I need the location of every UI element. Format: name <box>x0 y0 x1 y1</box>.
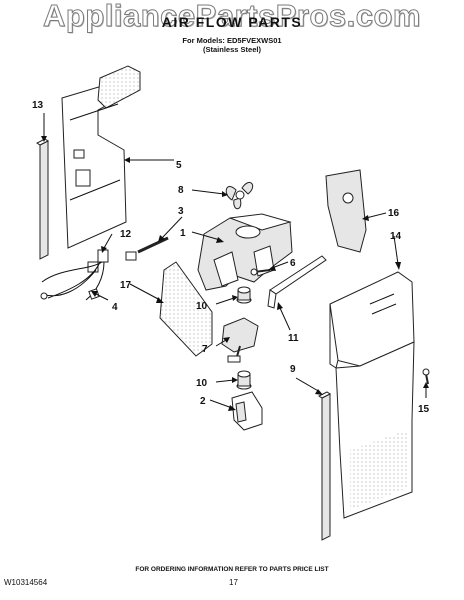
page-number: 17 <box>229 578 238 587</box>
callout-14: 14 <box>390 231 402 242</box>
part-15-screw <box>422 368 430 385</box>
callout-9: 9 <box>290 364 296 375</box>
part-2-motor-bracket <box>231 391 263 431</box>
callout-13: 13 <box>32 100 44 111</box>
part-3-sensor <box>125 236 169 261</box>
callout-5: 5 <box>176 160 182 171</box>
callout-2: 2 <box>200 396 206 407</box>
part-16-duct-baffle <box>325 169 367 253</box>
part-13-foam-strip <box>36 138 49 260</box>
part-10-grommet-upper <box>236 286 252 304</box>
part-5-evaporator-cover <box>61 65 141 249</box>
part-1-fan-housing <box>197 213 293 291</box>
callout-10-upper: 10 <box>196 301 208 312</box>
callout-12: 12 <box>120 229 132 240</box>
callout-3: 3 <box>178 206 184 217</box>
part-10-grommet-lower <box>236 370 252 390</box>
model-number: For Models: ED5FVEXWS01 <box>182 36 282 45</box>
callout-7: 7 <box>202 344 208 355</box>
ordering-note: FOR ORDERING INFORMATION REFER TO PARTS … <box>135 566 329 573</box>
part-14-rear-cover <box>329 271 415 519</box>
model-finish: (Stainless Steel) <box>203 45 261 54</box>
leader-lines <box>41 113 429 411</box>
callout-10-lower: 10 <box>196 378 208 389</box>
part-12-wire-harness <box>40 249 109 301</box>
document-number: W10314564 <box>4 578 48 587</box>
part-7-fan-motor <box>221 317 259 363</box>
callout-16: 16 <box>388 208 400 219</box>
callout-1: 1 <box>180 228 186 239</box>
callout-4: 4 <box>112 302 118 313</box>
diagram-title: AIR FLOW PARTS <box>161 14 303 30</box>
part-11-gasket <box>267 255 327 309</box>
part-8-fan-blade <box>225 182 254 210</box>
callout-15: 15 <box>418 404 430 415</box>
part-17-foam-block <box>159 261 213 357</box>
callout-6: 6 <box>290 258 296 269</box>
watermark-logo: AppliancePartsPros.com <box>43 0 421 34</box>
part-6-screw <box>250 268 271 276</box>
callout-11: 11 <box>288 333 299 344</box>
callout-17: 17 <box>120 280 132 291</box>
callout-8: 8 <box>178 185 184 196</box>
part-9-foam-strip <box>318 391 331 541</box>
